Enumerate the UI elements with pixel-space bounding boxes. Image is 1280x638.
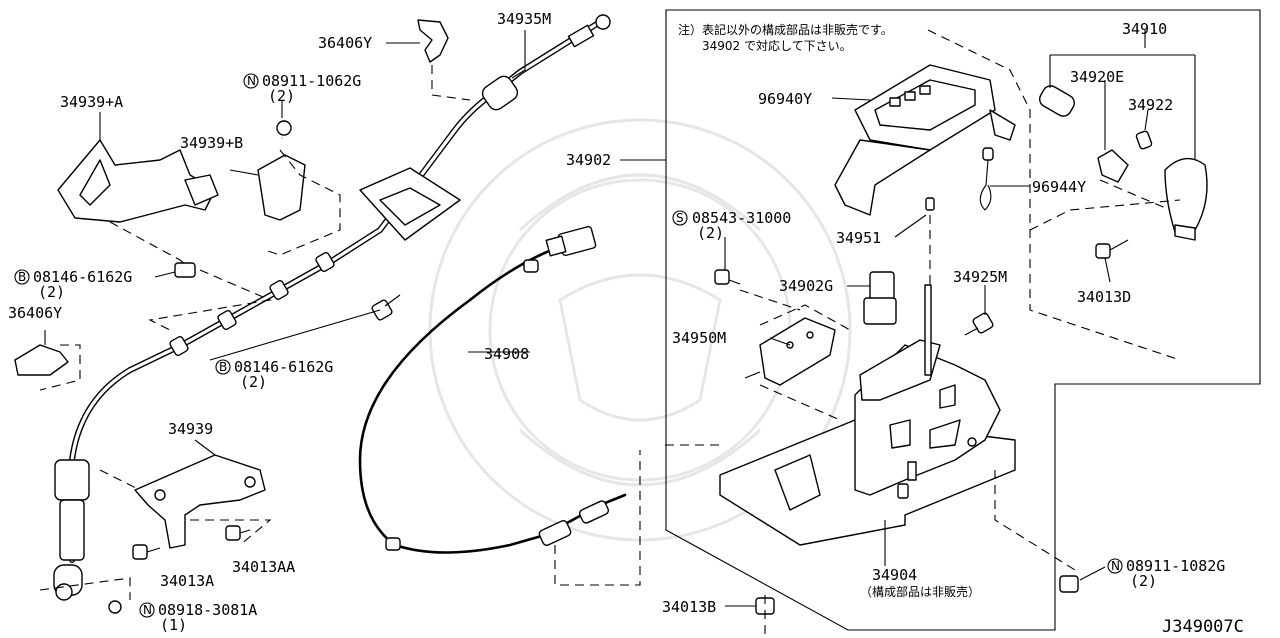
bulb-96944Y <box>979 147 994 211</box>
label-96944Y: 96944Y <box>1032 178 1086 196</box>
label-96940Y: 96940Y <box>758 90 812 108</box>
label-34939: 34939 <box>168 420 213 438</box>
bolt-34925M <box>964 312 994 336</box>
nut-08918-3081A <box>39 577 131 614</box>
nut-marker-3: N <box>1111 559 1120 573</box>
qty-08146-6162G-a: (2) <box>38 283 65 301</box>
bolt-marker-1: B <box>18 270 26 284</box>
qty-08918-3081A: (1) <box>160 616 187 634</box>
nut-08911-1082G <box>1059 575 1079 593</box>
label-34910: 34910 <box>1122 20 1167 38</box>
indicator-panel-96940Y <box>834 29 1181 361</box>
clip-36406Y-left <box>14 344 81 391</box>
label-34951: 34951 <box>836 229 881 247</box>
nut-marker-icon <box>243 73 259 89</box>
module-34950M <box>744 304 851 421</box>
leader-lines <box>44 30 1196 607</box>
bolt-34013AA <box>225 525 251 541</box>
bolt-08146-6162G-b <box>371 294 401 321</box>
label-36406Y-left: 36406Y <box>8 304 62 322</box>
screw-marker-icon <box>672 210 688 226</box>
qty-08543-31000: (2) <box>697 224 724 242</box>
label-34950M: 34950M <box>672 329 726 347</box>
label-08918-3081A: 08918-3081A <box>158 601 257 619</box>
label-08146-6162G-b: 08146-6162G <box>234 358 333 376</box>
shifter-base-34904 <box>665 284 1076 571</box>
note-box: 注）表記以外の構成部品は非販売です。 34902 で対応して下さい。 <box>678 22 893 53</box>
label-36406Y-top: 36406Y <box>318 34 372 52</box>
bolt-08146-6162G-a <box>148 262 272 331</box>
label-08543-31000: 08543-31000 <box>692 209 791 227</box>
nut-marker-2: N <box>143 603 152 617</box>
control-cable-34908 <box>358 225 641 586</box>
note-34904: （構成部品は非販売） <box>860 584 980 599</box>
bulb-34951 <box>925 197 935 285</box>
label-34902G: 34902G <box>779 277 833 295</box>
label-34902: 34902 <box>566 151 611 169</box>
nut-34013B <box>755 595 775 635</box>
bracket-34939B <box>257 120 341 256</box>
qty-08146-6162G-b: (2) <box>240 373 267 391</box>
bracket-34939 <box>99 454 272 549</box>
clip-36406Y-top <box>417 19 471 101</box>
nut-marker-icon <box>139 602 155 618</box>
bolt-marker-icon <box>215 359 231 375</box>
connector-34902G <box>863 271 897 325</box>
screw-34013D <box>1095 239 1129 259</box>
label-34013A: 34013A <box>160 572 214 590</box>
assembly-34902-frame <box>665 9 1261 631</box>
label-34013AA: 34013AA <box>232 558 295 576</box>
label-34939A: 34939+A <box>60 93 123 111</box>
qty-08911-1082G: (2) <box>1130 572 1157 590</box>
note-line-2: 34902 で対応して下さい。 <box>702 39 852 53</box>
shift-knob-34910 <box>1029 85 1208 241</box>
label-34925M: 34925M <box>953 268 1007 286</box>
qty-08911-1062G: (2) <box>268 87 295 105</box>
label-34922: 34922 <box>1128 96 1173 114</box>
screw-marker: S <box>676 211 684 225</box>
bracket-34939A <box>57 139 219 269</box>
label-08911-1062G: 08911-1062G <box>262 72 361 90</box>
bolt-34013A <box>132 544 161 560</box>
label-34013D: 34013D <box>1077 288 1131 306</box>
bolt-marker-2: B <box>219 360 227 374</box>
label-34935M: 34935M <box>497 10 551 28</box>
screw-08543-31000 <box>714 269 801 311</box>
label-08911-1082G: 08911-1082G <box>1126 557 1225 575</box>
nut-marker-icon <box>1107 558 1123 574</box>
note-line-1: 注）表記以外の構成部品は非販売です。 <box>678 22 893 37</box>
nut-marker-1: N <box>247 74 256 88</box>
bolt-marker-icon <box>14 269 30 285</box>
label-08146-6162G-a: 08146-6162G <box>33 268 132 286</box>
diagram-code: J349007C <box>1162 617 1244 637</box>
label-34920E: 34920E <box>1070 68 1124 86</box>
label-34904: 34904 <box>872 566 917 584</box>
label-34013B: 34013B <box>662 598 716 616</box>
label-34908: 34908 <box>484 345 529 363</box>
shift-cable-34935M <box>53 14 611 601</box>
label-34939B: 34939+B <box>180 134 243 152</box>
